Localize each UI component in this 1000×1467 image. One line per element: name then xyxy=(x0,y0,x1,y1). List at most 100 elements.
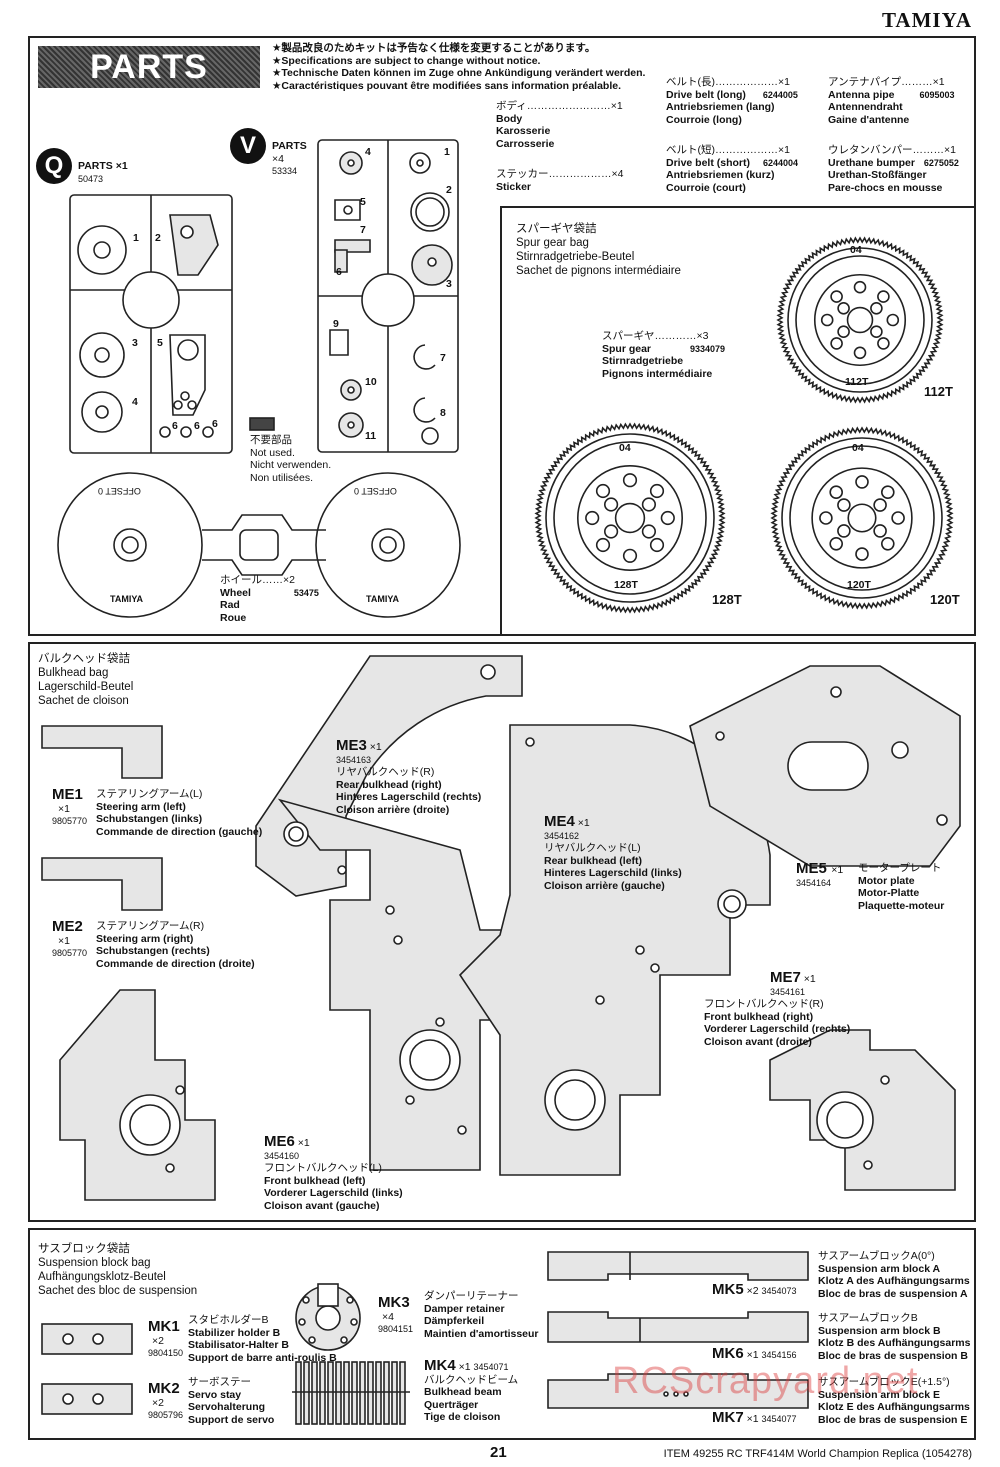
gear-stamp: 04 xyxy=(850,244,862,256)
gear-hub-ring xyxy=(813,273,907,367)
antenna-label: アンテナパイプ………×1 Antenna pipe 6095003 Antenn… xyxy=(828,76,955,126)
v-parts-label: PARTS xyxy=(272,140,307,152)
v-part-num: 9 xyxy=(333,318,339,330)
gear-hole xyxy=(830,337,843,350)
me1-label: ME1 ×1 9805770 xyxy=(52,786,88,826)
gear-hole xyxy=(880,536,895,551)
sticker-label: ステッカー………………×4 Sticker xyxy=(496,168,624,193)
gear-hole xyxy=(873,498,887,512)
spur-gear-label: スパーギヤ…………×3 Spur gear 9334079 Stirnradge… xyxy=(602,330,725,380)
v-parts-code: 53334 xyxy=(272,166,298,176)
gear-stamp: 04 xyxy=(619,442,631,454)
v-part-num: 8 xyxy=(440,407,446,419)
spur-gear-section xyxy=(500,206,976,636)
me6-label: ME6 ×1 3454160 フロントバルクヘッド(L)Front bulkhe… xyxy=(264,1133,403,1212)
gear-hole xyxy=(877,290,890,303)
notice-en: ★Specifications are subject to change wi… xyxy=(272,54,541,67)
beam-rib xyxy=(359,1361,366,1425)
beam-rib xyxy=(367,1361,374,1425)
item-footer: ITEM 49255 RC TRF414M World Champion Rep… xyxy=(663,1448,972,1460)
q-parts-code: 50473 xyxy=(78,174,104,184)
gear-hole xyxy=(819,511,833,525)
beam-rib xyxy=(391,1361,398,1425)
gear-web xyxy=(795,255,925,385)
gear-hole xyxy=(837,498,851,512)
tamiya-brand: TAMIYA xyxy=(881,8,972,32)
gear-inner-label: 128T xyxy=(614,579,638,591)
q-parts-label: PARTS ×1 xyxy=(78,160,128,172)
q-part-num: 6 xyxy=(194,420,200,432)
v-part-num: 4 xyxy=(365,146,371,158)
gear-hole xyxy=(649,537,665,553)
beam-rib xyxy=(311,1361,318,1425)
gear-hole xyxy=(877,337,890,350)
gear-center-hole xyxy=(614,502,646,534)
gear-hole xyxy=(603,524,619,539)
me3-label: ME3 ×1 3454163 リヤバルクヘッド(R)Rear bulkhead … xyxy=(336,737,482,816)
v-part-num: 1 xyxy=(444,146,450,158)
gear-label-128t: 128T xyxy=(712,592,742,607)
beam-rib xyxy=(351,1361,358,1425)
body-label: ボディ……………………×1 Body Karosserie Carrosseri… xyxy=(496,100,623,150)
q-part-num: 1 xyxy=(133,232,139,244)
mk5-id: MK5 ×2 3454073 xyxy=(712,1281,797,1298)
gear-label-112t: 112T xyxy=(924,384,953,399)
gear-hole xyxy=(829,485,844,500)
wheel-print: TAMIYA xyxy=(110,594,144,604)
gear-hole xyxy=(886,313,900,327)
gear-hole xyxy=(870,325,883,339)
gear-hole xyxy=(641,524,657,539)
gear-hole xyxy=(820,313,834,327)
q-part-num: 3 xyxy=(132,337,138,349)
gear-hole xyxy=(595,483,611,499)
v-part-num: 3 xyxy=(446,278,452,290)
gear-hole xyxy=(837,325,850,339)
gear-hole xyxy=(622,548,638,563)
gear-hole xyxy=(595,537,611,553)
gear-web xyxy=(789,445,935,591)
gear-center-hole xyxy=(847,503,877,533)
gear-hole xyxy=(585,510,600,526)
gear-hole xyxy=(622,473,638,488)
beam-rib xyxy=(383,1361,390,1425)
v-parts-badge: V xyxy=(230,128,266,164)
me5-label: ME5 ×1 3454164 xyxy=(796,860,844,888)
v-part-num: 10 xyxy=(365,376,377,388)
gear-hole xyxy=(837,301,850,315)
gear-hole xyxy=(837,524,851,538)
parts-banner: PARTS xyxy=(38,46,260,88)
gear-rim xyxy=(781,437,943,599)
v-part-num: 2 xyxy=(446,184,452,196)
v-part-num: 5 xyxy=(360,196,366,208)
q-part-num: 4 xyxy=(132,396,138,408)
mk7-id: MK7 ×1 3454077 xyxy=(712,1409,797,1426)
gear-hole xyxy=(829,536,844,551)
v-part-num: 6 xyxy=(336,266,342,278)
gear-hole xyxy=(853,280,867,294)
gear-hole xyxy=(660,510,675,526)
wheel-label: ホイール……×2 Wheel 53475 Rad Roue xyxy=(220,574,319,624)
gear-hole xyxy=(641,497,657,512)
mk3-label: MK3 ×4 9804151 xyxy=(378,1294,414,1334)
gear-inner-label: 120T xyxy=(847,579,871,591)
gear-rim xyxy=(545,433,715,603)
mk1-label: MK1 ×2 9804150 xyxy=(148,1318,184,1358)
page-number: 21 xyxy=(490,1444,507,1461)
gear-hole xyxy=(873,524,887,538)
me7-label: ME7 ×1 3454161 フロントバルクヘッド(R)Front bulkhe… xyxy=(704,969,851,1048)
me2-label: ME2 ×1 9805770 xyxy=(52,918,88,958)
beam-rib xyxy=(399,1361,406,1425)
